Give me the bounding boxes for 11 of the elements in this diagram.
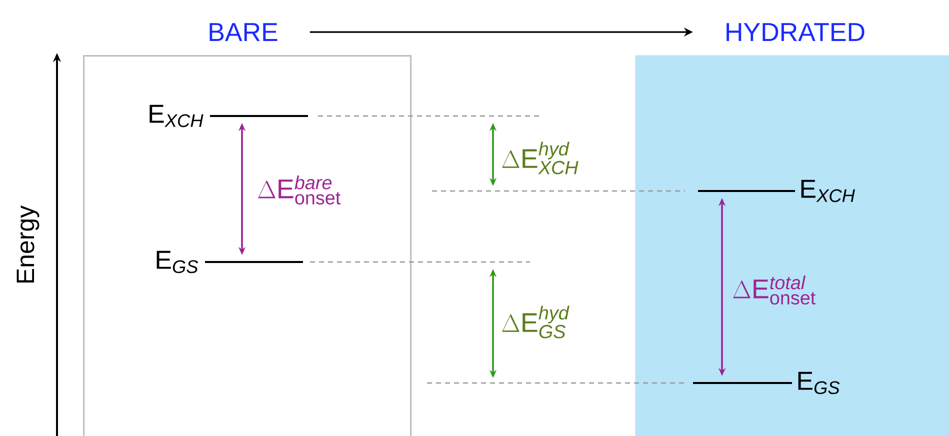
dimension-label: $\Delta\mathrm{E}^{\mathit{hyd}}_{\mathit{XCH}}$ [502, 142, 578, 174]
edge-label: $\Delta\mathrm{E}^{\mathit{bare}}_{\mathrm{onset}}$ [258, 175, 340, 205]
axis-label: Energy [16, 205, 40, 283]
edge-label: $\Delta\mathrm{E}^{\mathit{total}}_{\mathrm{onset}}$ [733, 275, 816, 305]
dimension-label: $\Delta\mathrm{E}^{\mathit{hyd}}_{\mathit{GS}}$ [502, 306, 570, 338]
energy-level: $\mathrm{E}_{\mathit{XCH}}$ [698, 180, 855, 202]
panel-heading: BARE [210, 23, 278, 41]
energy-level: $\mathrm{E}_{\mathit{GS}}$ [156, 250, 303, 274]
energy-level: $\mathrm{E}_{\mathit{GS}}$ [693, 372, 840, 394]
panel-heading: HYDRATED [726, 23, 864, 41]
energy-level: $\mathrm{E}_{\mathit{XCH}}$ [150, 104, 308, 128]
